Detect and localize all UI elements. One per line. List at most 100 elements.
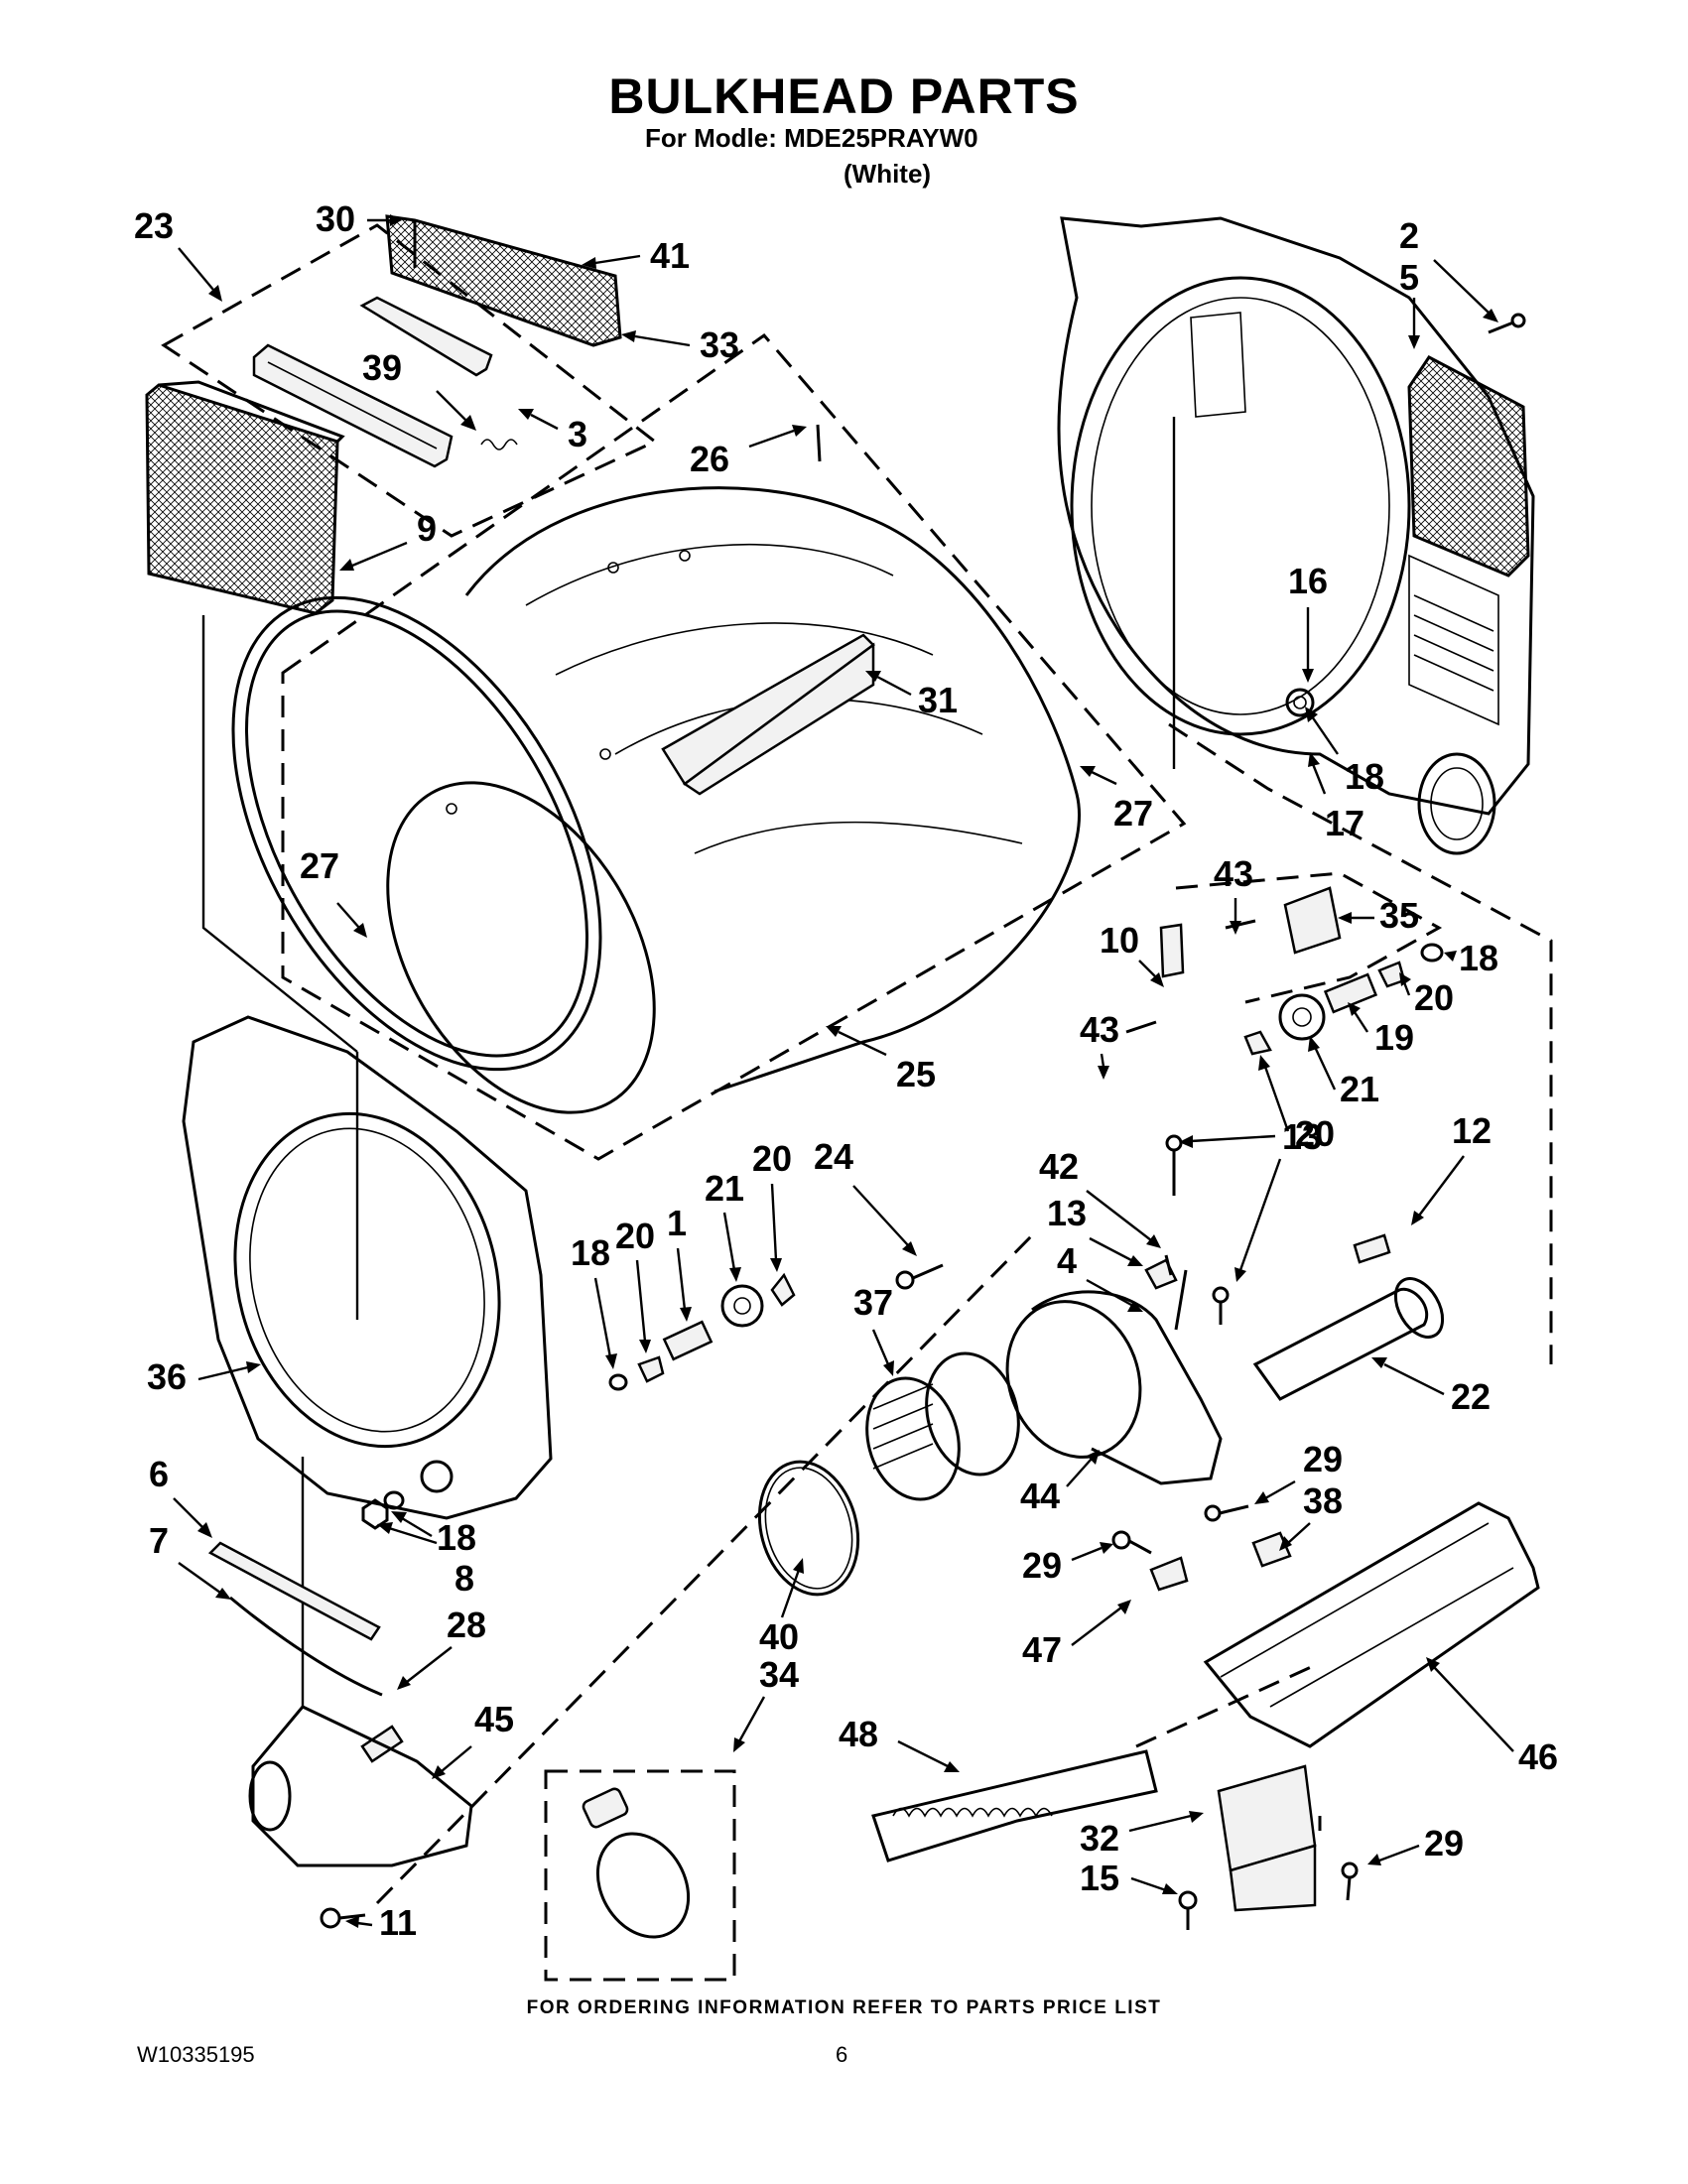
heater-bracket bbox=[1217, 1764, 1317, 1912]
callout-2: 2 bbox=[1399, 215, 1419, 256]
callout-37: 37 bbox=[853, 1282, 893, 1323]
filter-housing-strip bbox=[252, 343, 454, 468]
callout-12: 12 bbox=[1452, 1110, 1492, 1151]
blower-wheel bbox=[865, 1351, 1020, 1501]
callout-15: 15 bbox=[1080, 1858, 1119, 1898]
blower-axis-line bbox=[375, 1233, 1034, 1905]
toe-panel-trim bbox=[207, 1541, 381, 1641]
blower-housing bbox=[1005, 1269, 1223, 1485]
callout-35: 35 bbox=[1379, 895, 1419, 936]
callout-36: 36 bbox=[147, 1356, 187, 1397]
callout-48: 48 bbox=[839, 1714, 878, 1754]
callout-34: 34 bbox=[759, 1654, 799, 1695]
callout-27-left: 27 bbox=[300, 845, 339, 886]
callout-11: 11 bbox=[379, 1902, 417, 1943]
callout-13-mid: 13 bbox=[1047, 1193, 1087, 1233]
document-number: W10335195 bbox=[137, 2042, 255, 2067]
callout-6: 6 bbox=[149, 1454, 169, 1494]
filter-housing-cover bbox=[359, 296, 493, 377]
shaft-assembly-left bbox=[361, 1272, 796, 1530]
heater-duct bbox=[1252, 1277, 1445, 1401]
callout-25: 25 bbox=[896, 1054, 936, 1094]
callout-43-bottom: 43 bbox=[1080, 1009, 1119, 1050]
filter-alignment-line bbox=[201, 615, 358, 1053]
callout-44: 44 bbox=[1020, 1476, 1060, 1516]
callout-42: 42 bbox=[1039, 1146, 1079, 1187]
drum-group-box bbox=[281, 332, 1187, 1161]
front-duct bbox=[248, 1705, 473, 1867]
heater-housing bbox=[1203, 1501, 1540, 1748]
callout-43-top: 43 bbox=[1214, 853, 1253, 894]
callout-21-right: 21 bbox=[1340, 1069, 1379, 1109]
toe-panel-seal bbox=[229, 1596, 383, 1697]
duct-screw bbox=[320, 1907, 366, 1929]
baffle bbox=[661, 633, 875, 796]
lint-screen-guide bbox=[385, 214, 622, 347]
callout-27-right: 27 bbox=[1113, 793, 1153, 834]
callout-45: 45 bbox=[474, 1699, 514, 1739]
callout-7: 7 bbox=[149, 1520, 169, 1561]
callout-29-bottom: 29 bbox=[1424, 1823, 1464, 1863]
callout-31: 31 bbox=[918, 680, 958, 720]
callout-13-top: 13 bbox=[1282, 1116, 1322, 1157]
callout-4: 4 bbox=[1057, 1240, 1077, 1281]
callout-20-left: 20 bbox=[615, 1216, 655, 1256]
callout-29-mid: 29 bbox=[1022, 1545, 1062, 1586]
heater-axis-line bbox=[1135, 1661, 1321, 1748]
model-subtitle: For Modle: MDE25PRAYW0 bbox=[645, 123, 978, 153]
rear-screw bbox=[1488, 313, 1526, 334]
thermostat bbox=[1149, 1531, 1292, 1592]
callout-17: 17 bbox=[1325, 803, 1364, 843]
callout-30: 30 bbox=[316, 198, 355, 239]
blower-seal-ring bbox=[757, 1460, 860, 1597]
callout-28: 28 bbox=[447, 1605, 486, 1645]
callout-32: 32 bbox=[1080, 1818, 1119, 1859]
kit-group-box bbox=[544, 1769, 736, 1982]
heater-element bbox=[871, 1749, 1158, 1863]
callout-18-right: 18 bbox=[1459, 938, 1498, 978]
callout-23: 23 bbox=[134, 205, 174, 246]
callout-20-left-top: 20 bbox=[752, 1138, 792, 1179]
callout-3: 3 bbox=[568, 414, 587, 454]
thermal-fuse-clip bbox=[1353, 1233, 1391, 1264]
callout-20-right-top: 20 bbox=[1414, 977, 1454, 1018]
callout-18-left: 18 bbox=[571, 1232, 610, 1273]
shaft-assembly-right bbox=[1125, 886, 1444, 1056]
callout-38: 38 bbox=[1303, 1480, 1343, 1521]
callout-39: 39 bbox=[362, 347, 402, 388]
callout-24: 24 bbox=[814, 1136, 853, 1177]
idler-group-box bbox=[1175, 871, 1443, 1004]
callout-26: 26 bbox=[690, 439, 729, 479]
callout-20-right-bottom: 20 bbox=[1295, 1113, 1335, 1154]
drum-seal bbox=[386, 781, 656, 1114]
callout-18-rear: 18 bbox=[1345, 756, 1384, 797]
drum bbox=[231, 486, 1081, 1093]
callout-29-top: 29 bbox=[1303, 1439, 1343, 1479]
callout-16: 16 bbox=[1288, 561, 1328, 601]
callout-5: 5 bbox=[1399, 257, 1419, 298]
callout-8: 8 bbox=[454, 1558, 474, 1599]
lint-screen bbox=[145, 380, 345, 615]
rear-bulkhead-group-line bbox=[1168, 722, 1553, 1364]
callout-47: 47 bbox=[1022, 1629, 1062, 1670]
callout-46: 46 bbox=[1518, 1736, 1558, 1777]
callout-22: 22 bbox=[1451, 1376, 1491, 1417]
callout-9: 9 bbox=[417, 508, 437, 549]
callout-40: 40 bbox=[759, 1616, 799, 1657]
callout-41: 41 bbox=[650, 235, 690, 276]
model-color: (White) bbox=[844, 159, 932, 189]
rear-bulkhead bbox=[1057, 216, 1535, 855]
callout-10: 10 bbox=[1100, 920, 1139, 961]
thermistor bbox=[1144, 1254, 1178, 1290]
callout-33: 33 bbox=[700, 324, 739, 365]
kit-contents bbox=[582, 1787, 691, 1939]
page-title: BULKHEAD PARTS bbox=[608, 68, 1080, 124]
callout-19: 19 bbox=[1374, 1017, 1414, 1058]
spring bbox=[480, 439, 518, 450]
front-bulkhead bbox=[182, 1015, 553, 1520]
callout-21-left: 21 bbox=[705, 1168, 744, 1209]
callout-18-lower: 18 bbox=[437, 1517, 476, 1558]
page-number: 6 bbox=[836, 2042, 848, 2067]
callout-1: 1 bbox=[667, 1203, 687, 1243]
